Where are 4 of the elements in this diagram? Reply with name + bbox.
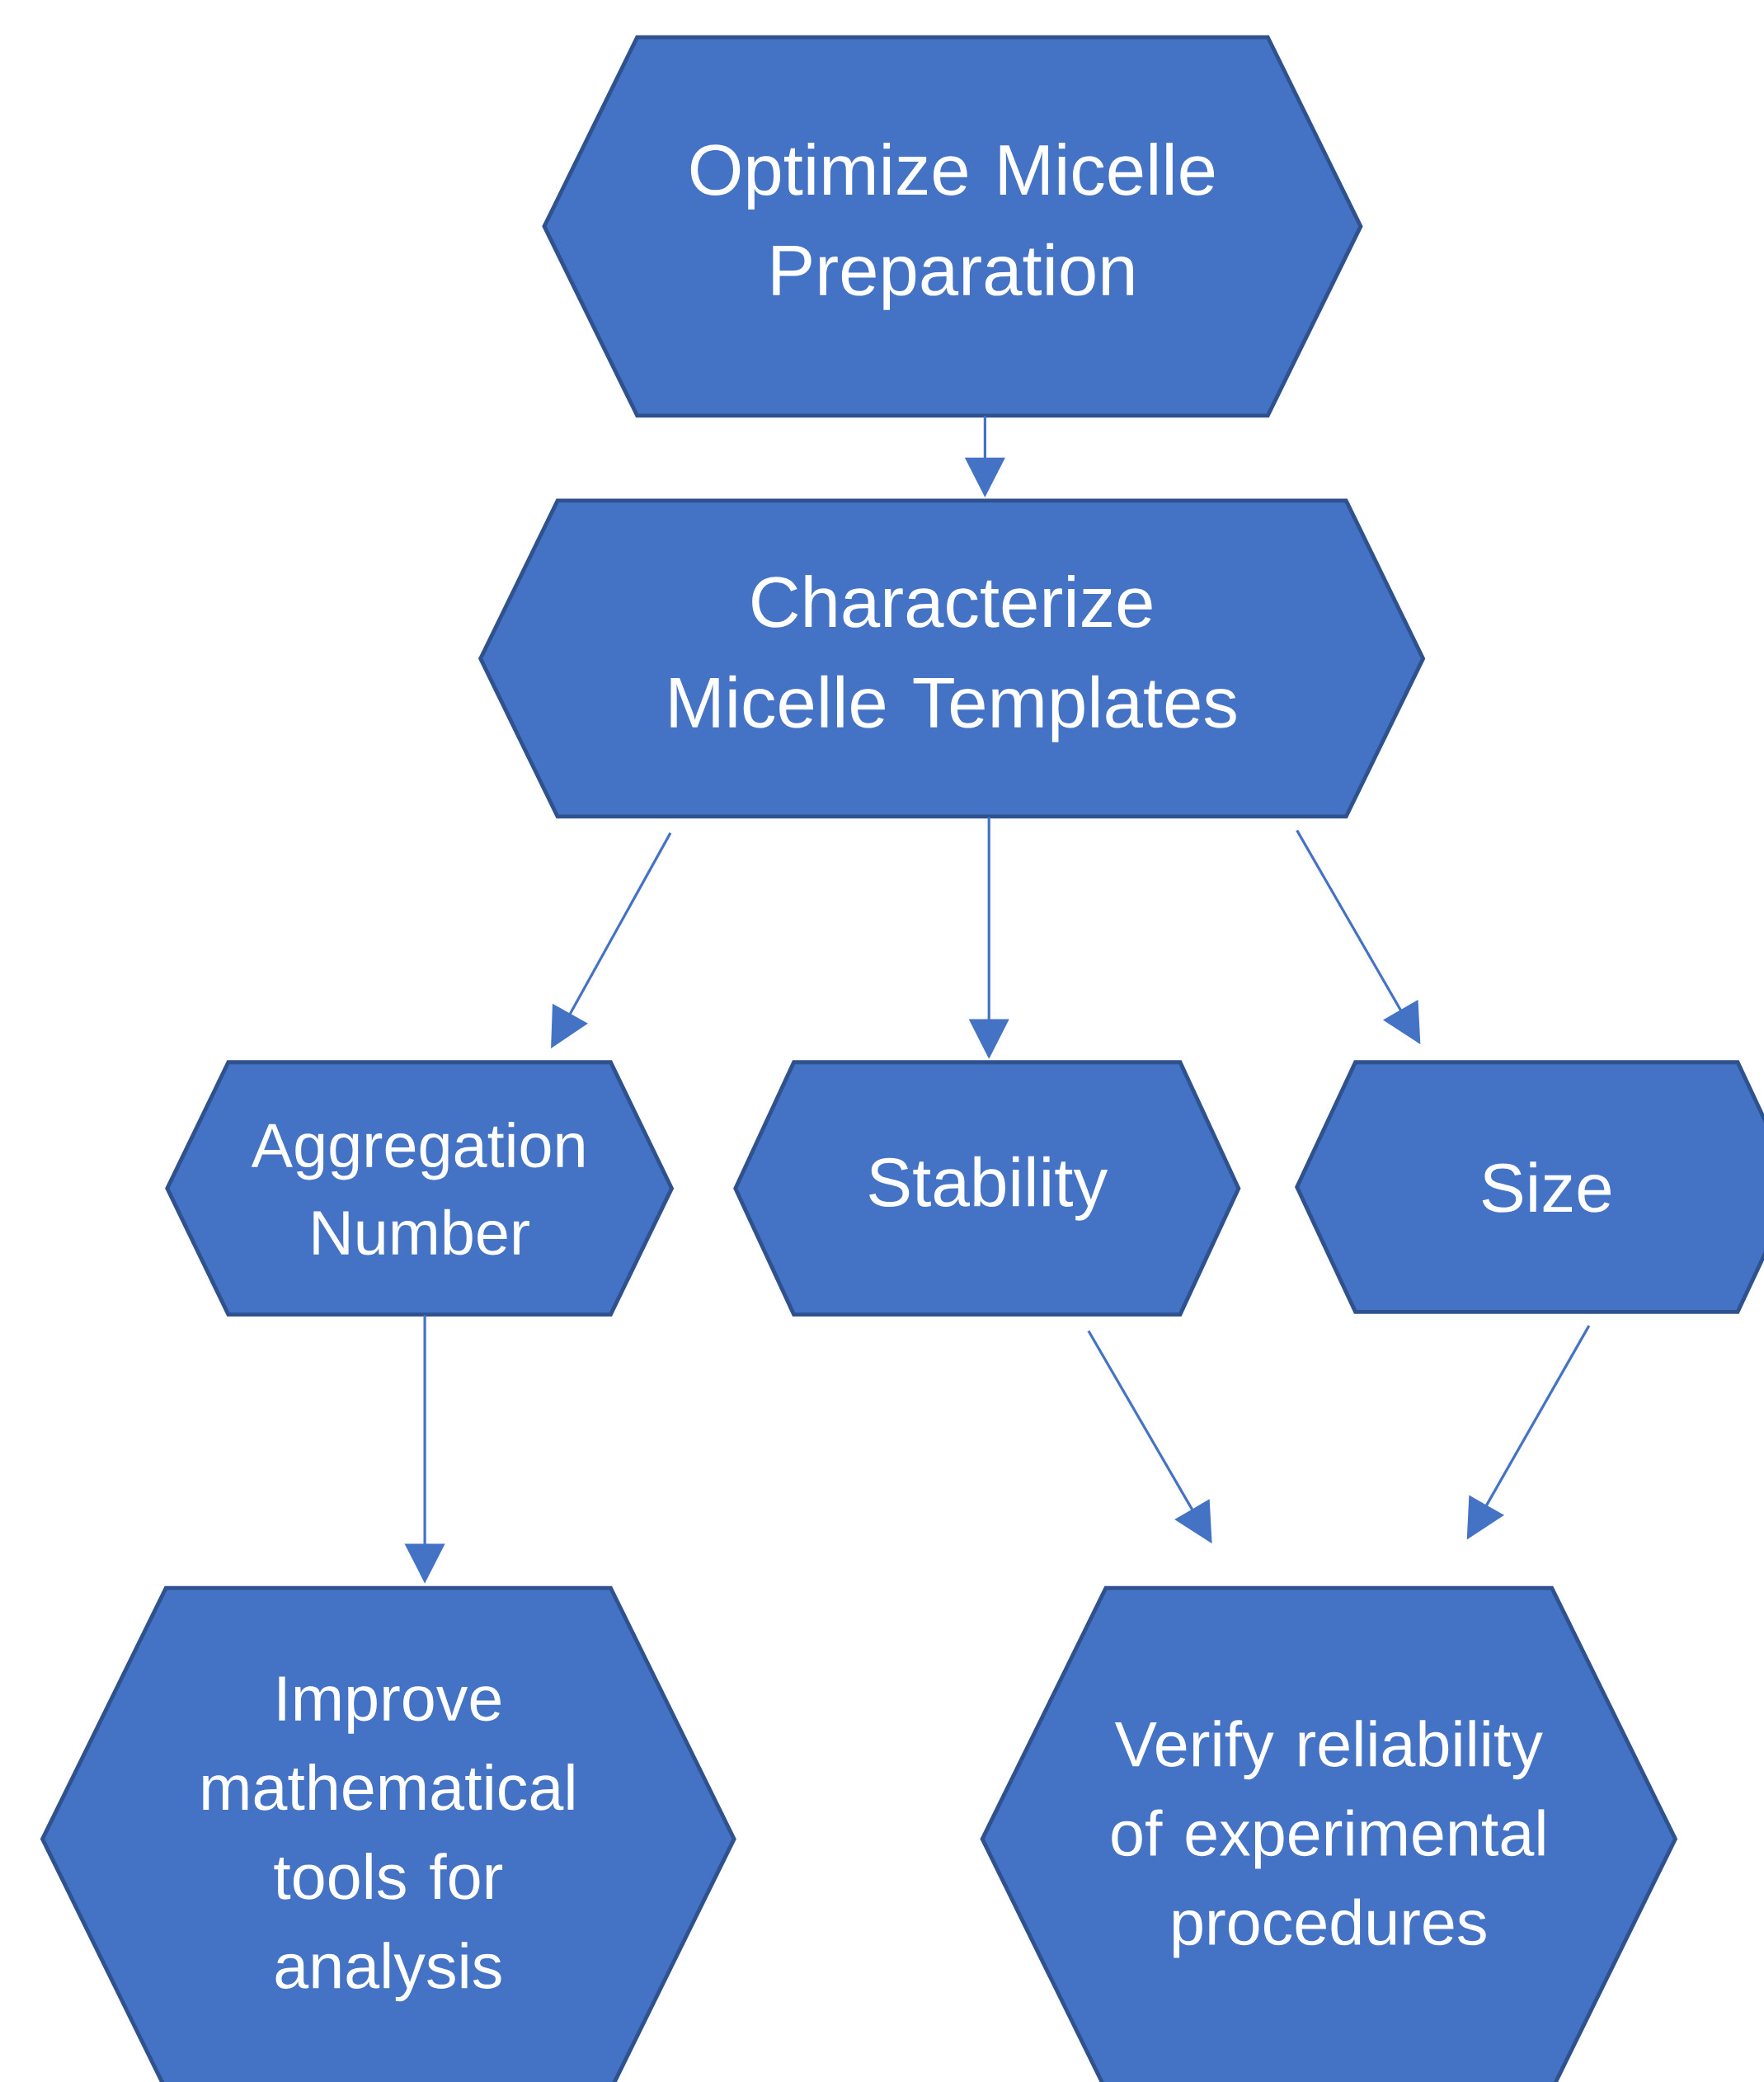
hexagon-box: Improve mathematical tools for analysis (40, 1585, 736, 2082)
hexagon-box: Verify reliability of experimental procedures (980, 1585, 1677, 2082)
hexagon-box: Optimize Micelle Preparation (542, 35, 1363, 418)
hexagon-box: Aggregation Number (165, 1060, 675, 1317)
